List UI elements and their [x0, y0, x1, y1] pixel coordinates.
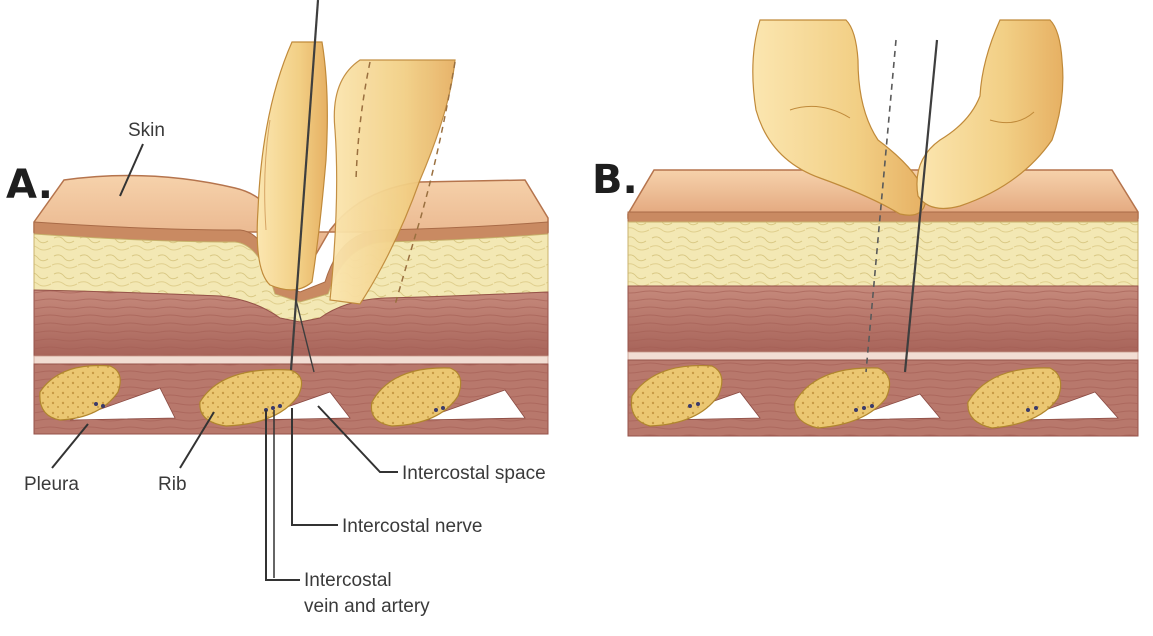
intercostal-space-label: Intercostal space	[402, 463, 546, 484]
pleura-label: Pleura	[24, 474, 79, 495]
intercostal-vessels-label-line2: vein and artery	[304, 596, 430, 617]
panel-b-label: B.	[592, 157, 638, 203]
intercostal-vessels-label-line1: Intercostal	[304, 570, 392, 591]
panel-a: A. Skin Pleura Rib Intercostal space Int…	[6, 0, 548, 617]
subcutaneous-fat	[628, 222, 1138, 286]
rib-label: Rib	[158, 474, 187, 495]
skin-label: Skin	[128, 120, 165, 141]
panel-b: B.	[592, 20, 1138, 436]
intercostal-nerve-label: Intercostal nerve	[342, 516, 482, 537]
panel-a-label: A.	[6, 162, 53, 208]
